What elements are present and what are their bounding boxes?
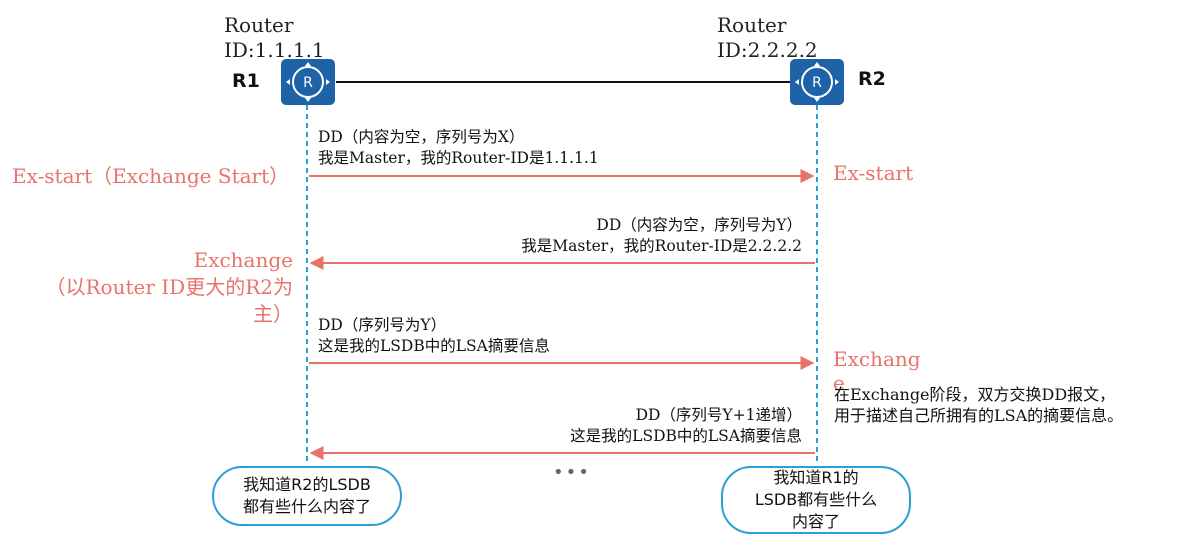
message-1-line2: 我是Master，我的Router-ID是1.1.1.1 bbox=[318, 149, 599, 167]
router-icon: R bbox=[281, 59, 335, 105]
r2-id-line2: ID:2.2.2.2 bbox=[717, 38, 818, 62]
exchange-note-line1: 在Exchange阶段，双方交换DD报文， bbox=[834, 385, 1116, 404]
r1-state-exstart: Ex-start（Exchange Start） bbox=[12, 164, 290, 188]
r2-speech-bubble: 我知道R1的 LSDB都有些什么 内容了 bbox=[721, 466, 911, 534]
message-3-line1: DD（序列号为Y） bbox=[318, 316, 447, 334]
r1-speech-bubble: 我知道R2的LSDB 都有些什么内容了 bbox=[212, 466, 402, 526]
r2-state-exchange: Exchang e bbox=[833, 347, 921, 395]
r1-state-exchange-line2: （以Router ID更大的R2为 bbox=[45, 275, 294, 299]
exchange-note-line2: 用于描述自己所拥有的LSA的摘要信息。 bbox=[834, 406, 1124, 425]
r2-state-exchange-line2: e bbox=[833, 371, 845, 395]
message-4-line1: DD（序列号Y+1递增） bbox=[635, 406, 802, 424]
message-2-line1: DD（内容为空，序列号为Y） bbox=[596, 216, 802, 234]
r2-state-exstart: Ex-start bbox=[833, 161, 914, 185]
r2-bubble-line1: 我知道R1的 bbox=[773, 468, 859, 487]
r2-id-line1: Router bbox=[717, 13, 787, 37]
r2-bubble-line2: LSDB都有些什么 bbox=[754, 490, 878, 509]
message-1: DD（内容为空，序列号为X） 我是Master，我的Router-ID是1.1.… bbox=[318, 127, 599, 169]
r1-router-id: Router ID:1.1.1.1 bbox=[224, 13, 325, 63]
svg-text:R: R bbox=[812, 75, 822, 91]
r1-state-exchange-line3: 主） bbox=[253, 302, 293, 326]
r1-bubble-line2: 都有些什么内容了 bbox=[242, 497, 371, 516]
ellipsis: ••• bbox=[553, 462, 591, 483]
r2-state-exchange-line1: Exchang bbox=[833, 347, 921, 371]
r1-state-exchange: Exchange （以Router ID更大的R2为 主） bbox=[46, 247, 294, 328]
r1-state-exchange-line1: Exchange bbox=[193, 248, 293, 272]
r1-id-line1: Router bbox=[224, 13, 294, 37]
r1-id-line2: ID:1.1.1.1 bbox=[224, 38, 325, 62]
message-1-line1: DD（内容为空，序列号为X） bbox=[318, 128, 525, 146]
message-2: DD（内容为空，序列号为Y） 我是Master，我的Router-ID是2.2.… bbox=[521, 215, 802, 257]
message-4-line2: 这是我的LSDB中的LSA摘要信息 bbox=[570, 427, 802, 445]
r2-name: R2 bbox=[858, 68, 886, 90]
svg-text:R: R bbox=[303, 75, 313, 91]
message-4: DD（序列号Y+1递增） 这是我的LSDB中的LSA摘要信息 bbox=[570, 405, 802, 447]
router-icon: R bbox=[790, 59, 844, 105]
exchange-note: 在Exchange阶段，双方交换DD报文， 用于描述自己所拥有的LSA的摘要信息… bbox=[834, 384, 1123, 426]
r2-bubble-line3: 内容了 bbox=[791, 512, 840, 531]
r1-bubble-line1: 我知道R2的LSDB bbox=[243, 475, 371, 494]
message-3-line2: 这是我的LSDB中的LSA摘要信息 bbox=[318, 337, 550, 355]
r1-name: R1 bbox=[232, 70, 260, 92]
r2-router-id: Router ID:2.2.2.2 bbox=[717, 13, 818, 63]
message-3: DD（序列号为Y） 这是我的LSDB中的LSA摘要信息 bbox=[318, 315, 550, 357]
message-2-line2: 我是Master，我的Router-ID是2.2.2.2 bbox=[521, 237, 802, 255]
